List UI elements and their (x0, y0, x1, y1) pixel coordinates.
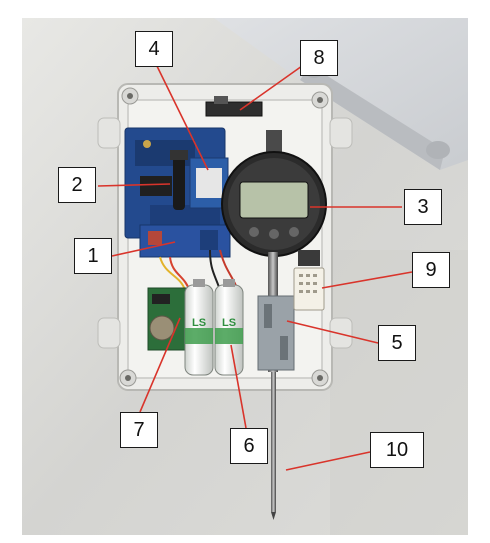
leader-lines (97, 59, 413, 471)
callout-label-4: 4 (135, 31, 173, 67)
callout-label-8: 8 (300, 40, 338, 76)
battery-print: LS (222, 317, 236, 329)
callout-label-9: 9 (412, 252, 450, 288)
callout-label-2: 2 (58, 167, 96, 203)
callout-label-7: 7 (120, 412, 158, 448)
battery-print: LS (192, 317, 206, 329)
top-sensor (205, 96, 263, 117)
callout-label-5: 5 (378, 325, 416, 361)
gsm-module (170, 150, 229, 210)
callout-label-6: 6 (230, 428, 268, 464)
callout-label-3: 3 (404, 189, 442, 225)
batteries: LS LS (184, 279, 244, 376)
rtc-board (147, 287, 191, 351)
callout-label-1: 1 (74, 238, 112, 274)
callout-label-10: 10 (370, 432, 424, 468)
dial-gauge (221, 130, 327, 257)
humidity-sensor (293, 250, 325, 311)
controller-board (139, 224, 239, 293)
mount-bracket (257, 295, 295, 371)
